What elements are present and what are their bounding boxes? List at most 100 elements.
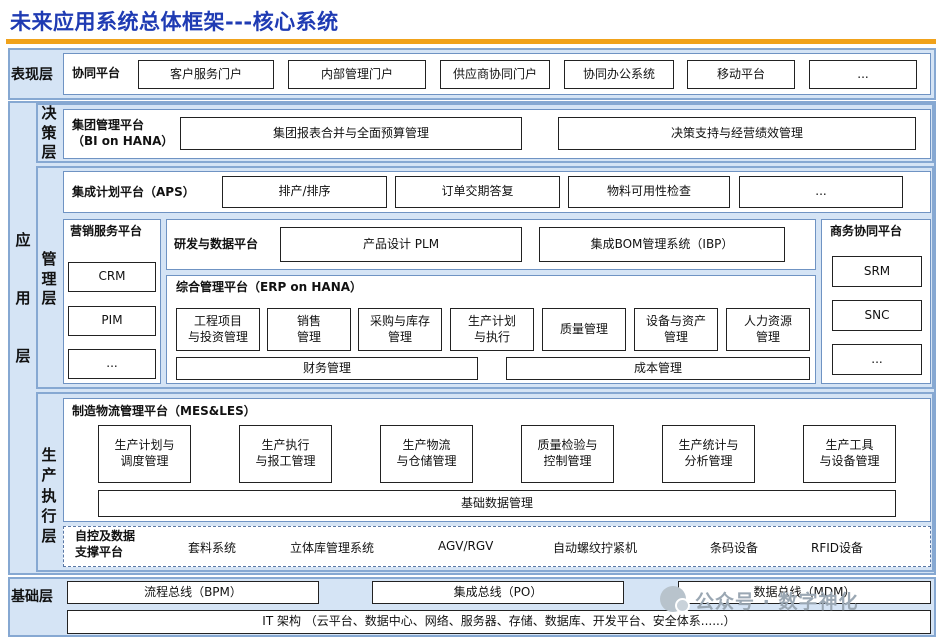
group-mgmt-line: （BI on HANA） — [72, 133, 174, 148]
mes-module-statistics-analysis: 生产统计与 分析管理 — [662, 425, 755, 483]
presentation-item-office-system: 协同办公系统 — [564, 60, 674, 89]
marketing-item-more: ... — [68, 349, 156, 379]
erp-module-text: 设备与资产 — [645, 313, 706, 328]
application-label-char: 应 — [15, 231, 31, 249]
erp-module-equipment-assets: 设备与资产 管理 — [634, 308, 718, 351]
presentation-item-more: ... — [809, 60, 917, 89]
production-label-char: 产 — [41, 466, 57, 485]
business-item-srm: SRM — [832, 256, 922, 287]
management-label-char: 层 — [41, 289, 57, 307]
mes-module-text: 调度管理 — [120, 454, 169, 468]
bus-po: 集成总线（PO） — [372, 581, 624, 604]
rnd-item-plm: 产品设计 PLM — [280, 227, 522, 262]
erp-module-text: 工程项目 — [193, 313, 242, 328]
erp-module-text: 管理 — [755, 329, 780, 344]
production-label-char: 层 — [41, 527, 57, 545]
erp-module-text: 管理 — [296, 329, 321, 344]
erp-module-sales: 销售 管理 — [267, 308, 351, 351]
mes-module-planning-scheduling: 生产计划与 调度管理 — [98, 425, 191, 483]
application-layer-label: 应 用 层 — [12, 230, 34, 367]
mes-module-text: 控制管理 — [543, 454, 592, 468]
management-layer-label: 管 理 层 — [38, 250, 60, 309]
page-title: 未来应用系统总体框架---核心系统 — [10, 10, 339, 34]
automation-label-line: 自控及数据 — [75, 529, 136, 543]
presentation-item-customer-portal: 客户服务门户 — [138, 60, 274, 89]
mes-module-text: 质量检验与 — [537, 438, 598, 453]
presentation-layer-label: 表现层 — [11, 67, 53, 83]
erp-module-text: 销售 — [296, 313, 321, 328]
automation-item-barcode: 条码设备 — [710, 541, 759, 555]
mes-module-text: 分析管理 — [684, 454, 733, 468]
erp-module-production-planning: 生产计划 与执行 — [450, 308, 534, 351]
mes-module-text: 生产物流 — [402, 438, 451, 453]
automation-item-rfid: RFID设备 — [811, 541, 864, 555]
erp-module-text: 人力资源 — [743, 313, 792, 328]
erp-module-human-resources: 人力资源 管理 — [726, 308, 810, 351]
aps-item-material-check: 物料可用性检查 — [568, 176, 730, 208]
mes-module-logistics-warehouse: 生产物流 与仓储管理 — [380, 425, 473, 483]
mes-module-text: 生产统计与 — [678, 438, 739, 453]
mes-module-quality-inspection: 质量检验与 控制管理 — [521, 425, 614, 483]
decision-item-report-consolidation: 集团报表合并与全面预算管理 — [180, 117, 522, 150]
group-management-platform-label: 集团管理平台 （BI on HANA） — [72, 118, 173, 149]
collaboration-platform-label: 协同平台 — [72, 66, 121, 80]
mes-module-text: 生产工具 — [825, 438, 874, 453]
automation-item-tightening: 自动螺纹拧紧机 — [553, 541, 638, 555]
automation-label-line: 支撑平台 — [75, 544, 124, 559]
application-label-char: 层 — [15, 346, 31, 365]
watermark-text: 公众号 · 数字神化 — [695, 591, 859, 613]
decision-item-performance-management: 决策支持与经营绩效管理 — [558, 117, 916, 150]
marketing-item-pim: PIM — [68, 306, 156, 336]
decision-label-char: 决 — [41, 104, 57, 122]
aps-item-scheduling: 排产/排序 — [222, 176, 387, 208]
marketing-label: 营销服务平台 — [70, 224, 143, 238]
erp-module-text: 采购与库存 — [369, 313, 430, 328]
erp-cost: 成本管理 — [506, 357, 810, 380]
business-item-snc: SNC — [832, 300, 922, 331]
automation-item-asrs: 立体库管理系统 — [290, 541, 375, 555]
presentation-item-internal-portal: 内部管理门户 — [288, 60, 426, 89]
management-label-char: 管 — [41, 250, 57, 268]
it-architecture: IT 架构 （云平台、数据中心、网络、服务器、存储、数据库、开发平台、安全体系.… — [67, 610, 931, 634]
erp-module-text: 管理 — [387, 329, 412, 344]
business-item-more: ... — [832, 344, 922, 375]
erp-module-engineering-investment: 工程项目 与投资管理 — [176, 308, 260, 351]
automation-panel — [63, 526, 931, 567]
erp-module-text: 管理 — [663, 329, 688, 344]
mes-base-data: 基础数据管理 — [98, 490, 896, 517]
business-label: 商务协同平台 — [830, 224, 903, 238]
decision-layer-label: 决 策 层 — [38, 104, 60, 163]
foundation-layer-label: 基础层 — [11, 589, 53, 605]
automation-item-agv: AGV/RGV — [438, 539, 494, 553]
decision-label-char: 策 — [41, 123, 57, 142]
bus-bpm: 流程总线（BPM） — [67, 581, 319, 604]
marketing-item-crm: CRM — [68, 262, 156, 292]
erp-module-quality: 质量管理 — [542, 308, 626, 351]
mes-module-tools-equipment: 生产工具 与设备管理 — [803, 425, 896, 483]
aps-item-order-promise: 订单交期答复 — [395, 176, 560, 208]
mes-label: 制造物流管理平台（MES&LES） — [72, 404, 256, 418]
erp-module-text: 与投资管理 — [187, 329, 248, 344]
erp-finance: 财务管理 — [176, 357, 478, 380]
production-layer-label: 生 产 执 行 层 — [38, 445, 60, 546]
presentation-item-supplier-portal: 供应商协同门户 — [440, 60, 550, 89]
aps-label: 集成计划平台（APS） — [72, 185, 195, 199]
presentation-item-mobile-platform: 移动平台 — [687, 60, 795, 89]
erp-module-procurement-inventory: 采购与库存 管理 — [358, 308, 442, 351]
aps-item-more: ... — [739, 176, 903, 208]
rnd-label: 研发与数据平台 — [174, 237, 259, 251]
management-label-char: 理 — [41, 269, 57, 288]
production-label-char: 执 — [41, 486, 57, 505]
mes-module-text: 生产执行 — [261, 438, 310, 453]
decision-label-char: 层 — [41, 143, 57, 161]
production-label-char: 生 — [41, 446, 57, 464]
rnd-item-ibp: 集成BOM管理系统（IBP） — [539, 227, 785, 262]
mes-module-execution-reporting: 生产执行 与报工管理 — [239, 425, 332, 483]
automation-item-nesting: 套料系统 — [188, 541, 237, 555]
automation-label: 自控及数据 支撑平台 — [75, 529, 135, 560]
erp-module-text: 与执行 — [473, 329, 510, 344]
erp-label: 综合管理平台（ERP on HANA） — [176, 280, 363, 294]
title-underline — [6, 39, 936, 44]
production-label-char: 行 — [41, 506, 57, 525]
group-mgmt-line: 集团管理平台 — [72, 118, 145, 132]
